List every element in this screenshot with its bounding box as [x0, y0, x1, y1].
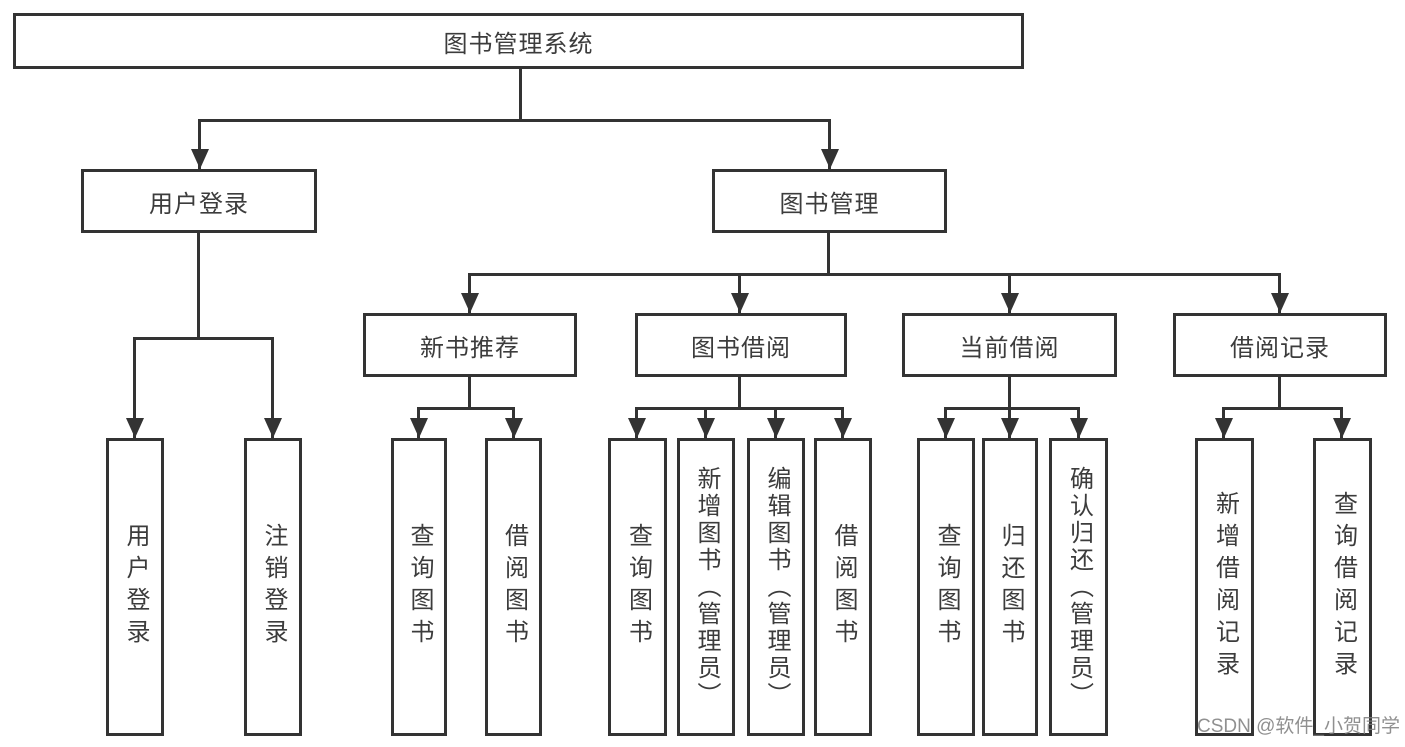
connector-root-hbar	[198, 119, 831, 122]
leaf-nbr-query-books: 查询图书	[391, 438, 447, 736]
leaf-user-login: 用户登录	[106, 438, 164, 736]
leaf-bb-query-books-label: 查询图书	[624, 523, 652, 651]
leaf-nbr-borrow-books: 借阅图书	[485, 438, 542, 736]
arrow-to-bb-edit	[767, 407, 785, 438]
node-root-label: 图书管理系统	[443, 30, 594, 58]
leaf-logout: 注销登录	[244, 438, 302, 736]
node-current-borrow: 当前借阅	[902, 313, 1117, 377]
connector-user-login-stub	[197, 233, 200, 337]
arrow-to-current-borrow	[1001, 273, 1019, 313]
arrow-to-nbr-query	[410, 407, 428, 438]
arrow-to-bb-borrow	[834, 407, 852, 438]
leaf-br-add-record: 新增借阅记录	[1195, 438, 1254, 736]
leaf-bb-edit-books: 编辑图书（管理员）	[747, 438, 805, 736]
connector-nbr-stub	[468, 377, 471, 407]
arrow-to-borrow-records	[1271, 273, 1289, 313]
leaf-bb-edit-books-label: 编辑图书（管理员）	[763, 465, 790, 709]
connector-br-hbar	[1222, 407, 1343, 410]
leaf-user-login-label: 用户登录	[122, 523, 149, 651]
leaf-bb-query-books: 查询图书	[608, 438, 667, 736]
node-book-mgmt-label: 图书管理	[779, 190, 880, 218]
node-new-book-rec: 新书推荐	[363, 313, 577, 377]
leaf-cb-query-books-label: 查询图书	[933, 523, 960, 651]
node-root: 图书管理系统	[13, 13, 1024, 69]
node-user-login-label: 用户登录	[149, 190, 249, 218]
node-book-mgmt: 图书管理	[712, 169, 947, 233]
leaf-br-query-record-label: 查询借阅记录	[1329, 491, 1357, 683]
node-borrow-records-label: 借阅记录	[1230, 334, 1330, 362]
leaf-cb-return-books-label: 归还图书	[997, 523, 1024, 651]
leaf-cb-query-books: 查询图书	[917, 438, 975, 736]
connector-cb-hbar	[944, 407, 1080, 410]
leaf-cb-return-books: 归还图书	[982, 438, 1038, 736]
leaf-nbr-query-books-label: 查询图书	[406, 523, 433, 651]
connector-book-mgmt-hbar	[468, 273, 1281, 276]
arrow-to-bb-add	[697, 407, 715, 438]
leaf-bb-borrow-books: 借阅图书	[814, 438, 872, 736]
arrow-to-user-login	[191, 119, 209, 169]
arrow-to-cb-query	[937, 407, 955, 438]
node-current-borrow-label: 当前借阅	[959, 334, 1060, 362]
node-user-login: 用户登录	[81, 169, 317, 233]
connector-bb-stub	[738, 377, 741, 407]
leaf-br-add-record-label: 新增借阅记录	[1211, 491, 1239, 683]
arrow-to-cb-confirm	[1070, 407, 1088, 438]
node-book-borrow-label: 图书借阅	[691, 334, 791, 362]
arrow-to-br-add	[1215, 407, 1233, 438]
leaf-bb-add-books-label: 新增图书（管理员）	[693, 465, 720, 709]
arrow-to-br-query	[1333, 407, 1351, 438]
node-book-borrow: 图书借阅	[635, 313, 847, 377]
arrow-to-nbr-borrow	[505, 407, 523, 438]
connector-br-stub	[1278, 377, 1281, 407]
leaf-cb-confirm-return-label: 确认归还（管理员）	[1065, 465, 1093, 709]
leaf-bb-borrow-books-label: 借阅图书	[830, 523, 857, 651]
leaf-br-query-record: 查询借阅记录	[1313, 438, 1372, 736]
leaf-nbr-borrow-books-label: 借阅图书	[500, 523, 528, 651]
arrow-to-cb-return	[1001, 407, 1019, 438]
connector-root-stub	[519, 69, 522, 120]
arrow-to-book-mgmt	[821, 119, 839, 169]
arrow-to-new-book-rec	[461, 273, 479, 313]
node-new-book-rec-label: 新书推荐	[420, 334, 520, 362]
leaf-logout-label: 注销登录	[260, 523, 287, 651]
leaf-bb-add-books: 新增图书（管理员）	[677, 438, 735, 736]
connector-nbr-hbar	[417, 407, 515, 410]
node-borrow-records: 借阅记录	[1173, 313, 1387, 377]
leaf-cb-confirm-return: 确认归还（管理员）	[1049, 438, 1108, 736]
connector-bb-hbar	[635, 407, 844, 410]
connector-book-mgmt-stub	[827, 233, 830, 273]
arrow-to-ul-user-login	[126, 337, 144, 438]
arrow-to-bb-query	[628, 407, 646, 438]
connector-cb-stub	[1008, 377, 1011, 407]
watermark: CSDN @软件_小贺同学	[1197, 716, 1400, 737]
arrow-to-book-borrow	[731, 273, 749, 313]
arrow-to-ul-logout	[264, 337, 282, 438]
connector-user-login-hbar	[133, 337, 274, 340]
